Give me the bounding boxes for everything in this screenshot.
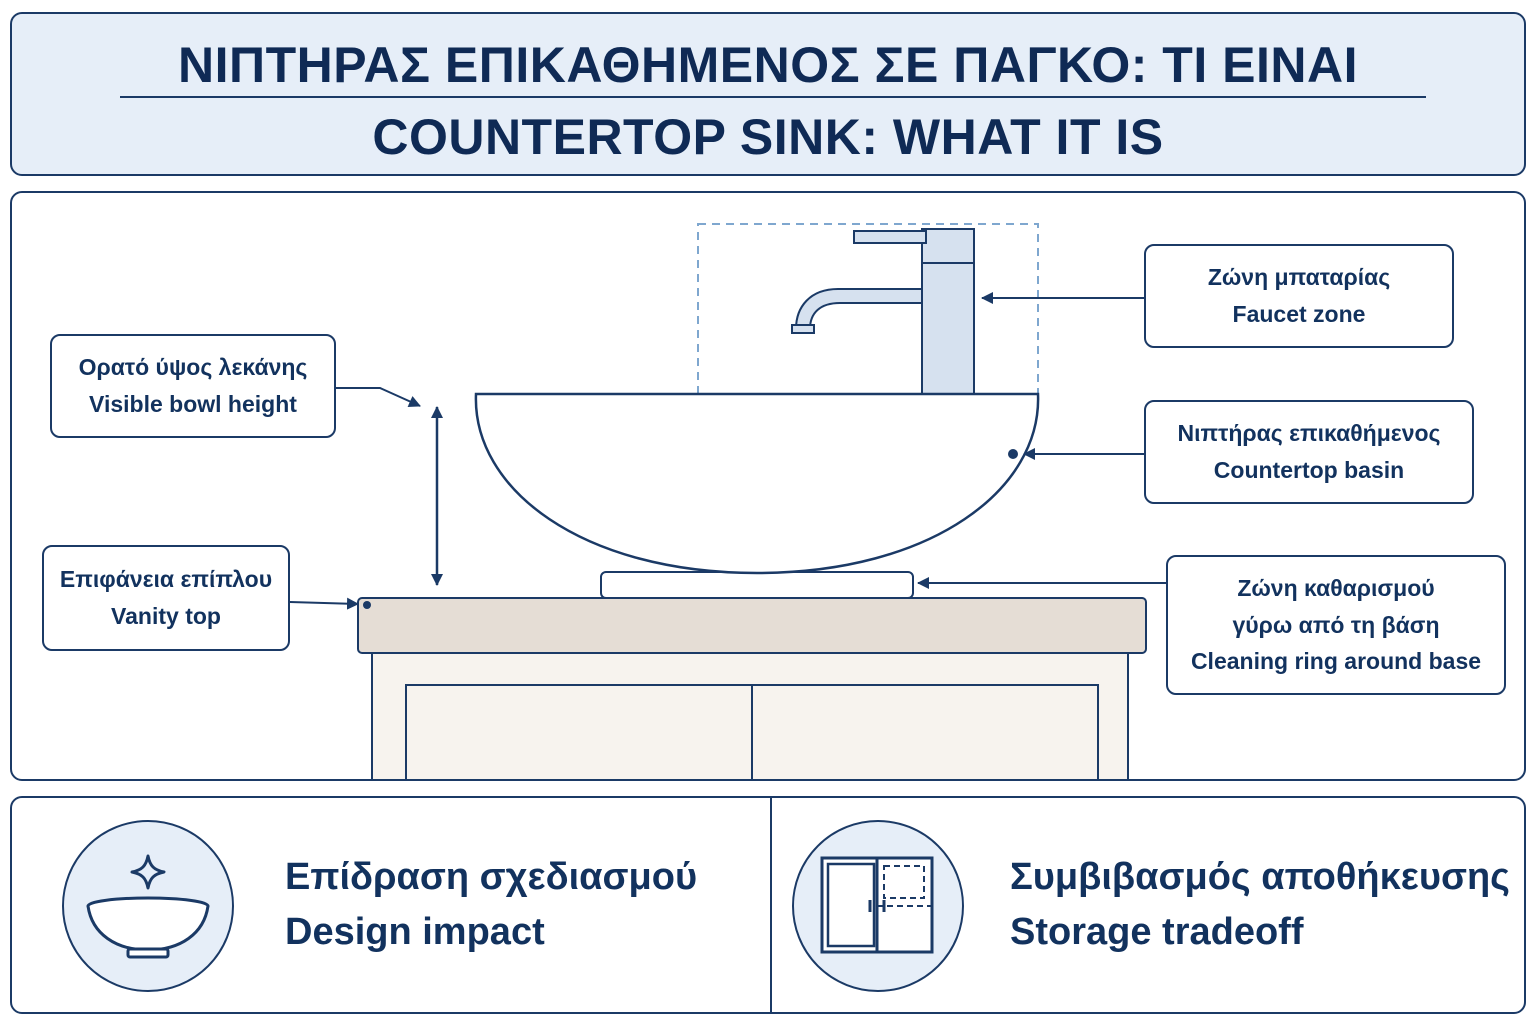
faucet — [791, 228, 975, 398]
feature-design-en: Design impact — [285, 911, 545, 954]
title-panel: ΝΙΠΤΗΡΑΣ ΕΠΙΚΑΘΗΜΕΝΟΣ ΣΕ ΠΑΓΚΟ: ΤΙ ΕΙΝΑΙ… — [10, 12, 1526, 176]
feature-design-gr: Επίδραση σχεδιασμού — [285, 856, 698, 898]
callout-cleaning-ring-gr2: γύρω από τη βάση — [1232, 611, 1440, 638]
callout-faucet-zone-gr: Ζώνη μπαταρίας — [1207, 264, 1391, 291]
callout-vanity-top: Επιφάνεια επίπλου Vanity top — [42, 545, 290, 651]
vanity-countertop — [357, 597, 1147, 654]
callout-countertop-basin: Νιπτήρας επικαθήμενος Countertop basin — [1144, 400, 1474, 504]
callout-faucet-zone-en: Faucet zone — [1232, 301, 1366, 327]
callout-cleaning-ring-gr1: Ζώνη καθαρισμού — [1237, 574, 1435, 601]
feature-storage-en: Storage tradeoff — [1010, 911, 1304, 954]
cabinet — [371, 650, 1129, 779]
feature-design: Επίδραση σχεδιασμού Design impact — [285, 850, 697, 960]
callout-bowl-height: Ορατό ύψος λεκάνης Visible bowl height — [50, 334, 336, 438]
callout-cleaning-ring: Ζώνη καθαρισμού γύρω από τη βάση Cleanin… — [1166, 555, 1506, 695]
title-english: COUNTERTOP SINK: WHAT IT IS — [372, 109, 1164, 165]
callout-bowl-height-en: Visible bowl height — [89, 391, 297, 417]
callout-cleaning-ring-en: Cleaning ring around base — [1190, 648, 1482, 675]
diagram-panel: Ζώνη μπαταρίας Faucet zone Νιπτήρας επικ… — [10, 191, 1526, 781]
bowl-sparkle-icon — [62, 820, 234, 992]
faucet-zone-outline — [697, 223, 1039, 397]
feature-storage: Συμβιβασμός αποθήκευσης Storage tradeoff — [1010, 850, 1510, 960]
features-panel: Επίδραση σχεδιασμού Design impact Συμβιβ… — [10, 796, 1526, 1014]
title-divider — [120, 96, 1426, 98]
callout-countertop-basin-gr: Νιπτήρας επικαθήμενος — [1177, 420, 1441, 447]
callout-vanity-top-en: Vanity top — [111, 603, 221, 629]
leader-lines — [289, 292, 1166, 610]
sink-illustration — [289, 223, 1166, 779]
feature-storage-gr: Συμβιβασμός αποθήκευσης — [1010, 856, 1510, 898]
callout-countertop-basin-en: Countertop basin — [1213, 457, 1405, 483]
callout-bowl-height-gr: Ορατό ύψος λεκάνης — [78, 354, 308, 381]
countertop-basin — [474, 392, 1040, 599]
callout-faucet-zone: Ζώνη μπαταρίας Faucet zone — [1144, 244, 1454, 348]
callout-vanity-top-gr: Επιφάνεια επίπλου — [59, 566, 273, 593]
features-divider — [770, 798, 772, 1012]
cabinet-icon — [792, 820, 964, 992]
title-greek: ΝΙΠΤΗΡΑΣ ΕΠΙΚΑΘΗΜΕΝΟΣ ΣΕ ΠΑΓΚΟ: ΤΙ ΕΙΝΑΙ — [178, 37, 1358, 93]
